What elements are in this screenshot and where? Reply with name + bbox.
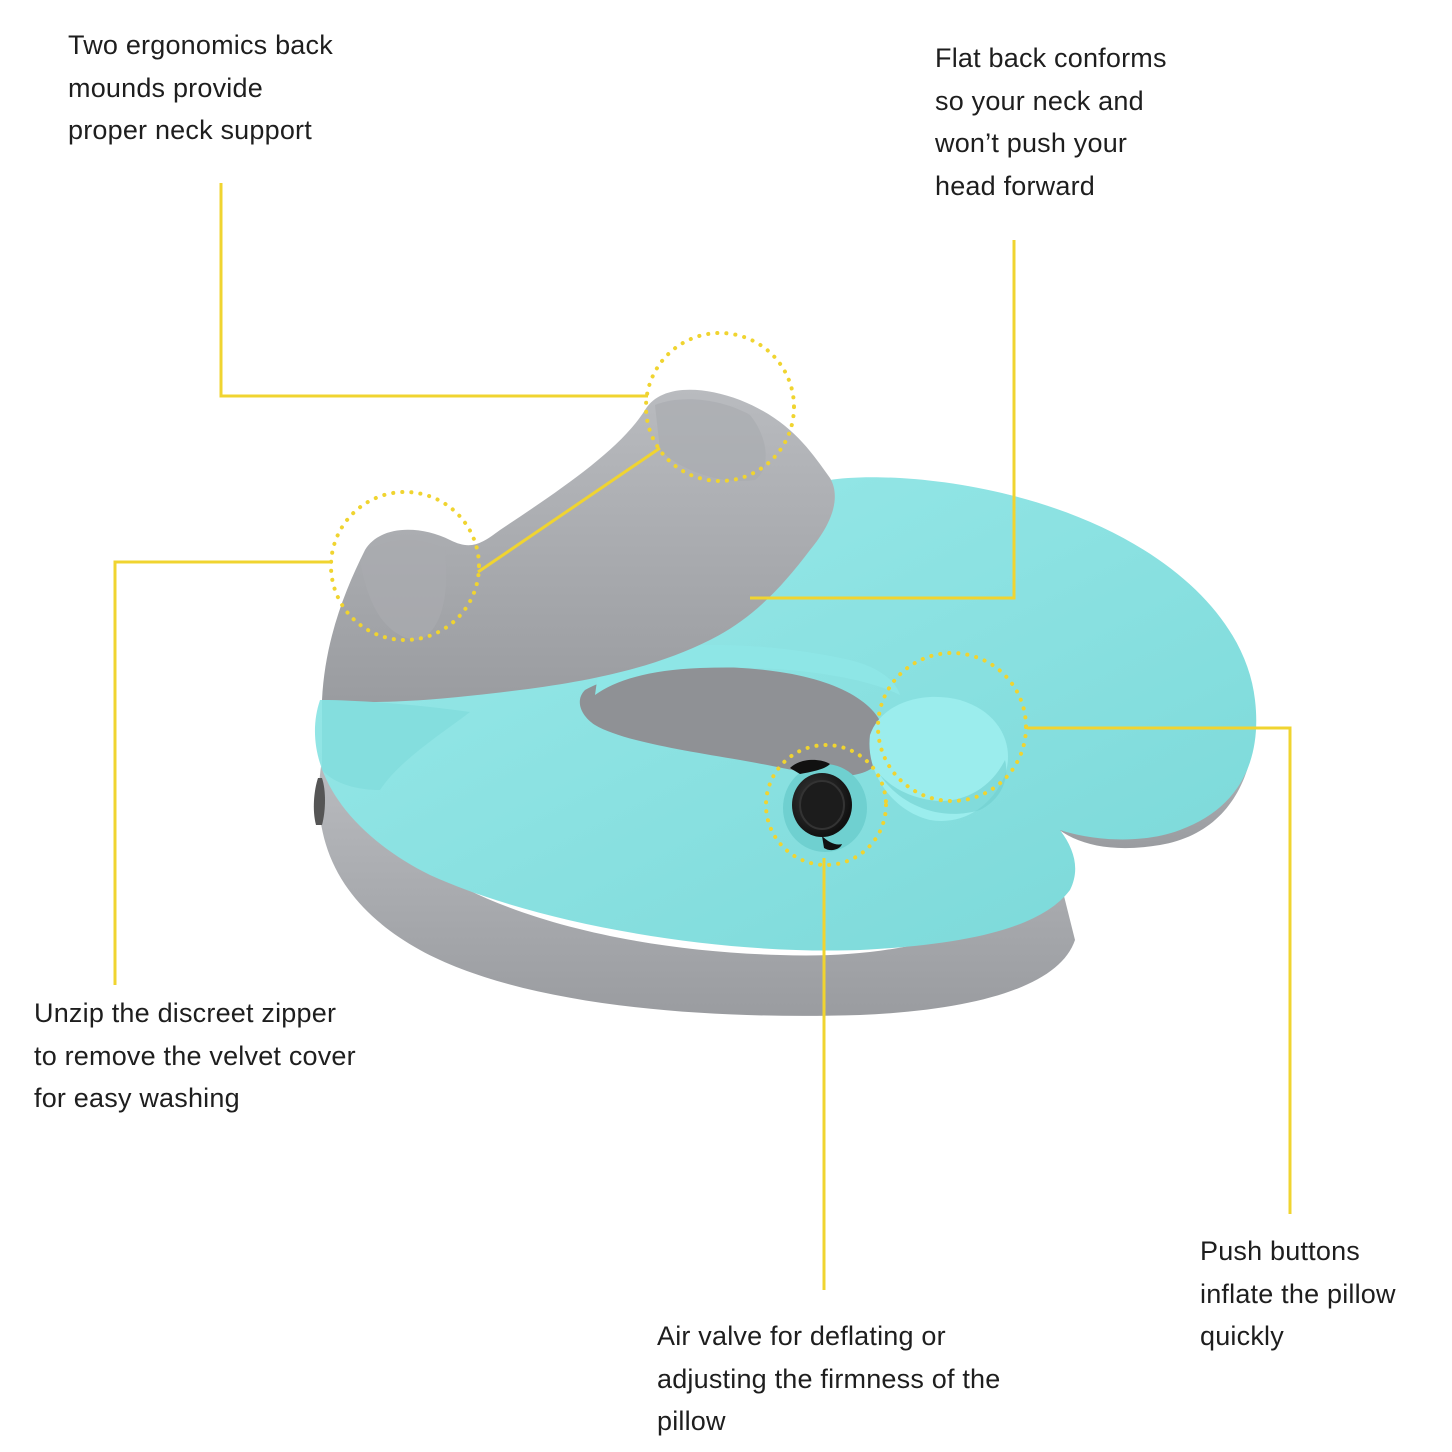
- circle-right-mound: [644, 331, 796, 483]
- callout-zipper: Unzip the discreet zipper to remove the …: [34, 992, 356, 1120]
- pillow-aqua-left-band: [322, 700, 470, 790]
- callout-air-valve-line-2: adjusting the firmness of the: [657, 1363, 1001, 1394]
- leader-zipper: [113, 560, 330, 985]
- callout-air-valve: Air valve for deflating or adjusting the…: [657, 1315, 1001, 1443]
- mound-left-highlight: [360, 539, 447, 640]
- pillow-grey-base: [318, 760, 1076, 1016]
- leader-flat-back: [750, 240, 1016, 600]
- leader-mounds-link: [477, 446, 661, 574]
- leader-mounds: [219, 183, 648, 398]
- leader-push-buttons: [1027, 726, 1292, 1214]
- callout-flat-back-line-3: won’t push your: [935, 128, 1128, 158]
- callout-push-buttons-line-1: Push buttons: [1200, 1236, 1361, 1266]
- circle-left-mound: [329, 490, 481, 642]
- callout-push-buttons: Push buttons inflate the pillow quickly: [1200, 1230, 1396, 1358]
- callout-flat-back-line-1: Flat back conforms: [935, 43, 1167, 73]
- pillow-illustration: [313, 389, 1257, 1016]
- callout-mounds: Two ergonomics back mounds provide prope…: [68, 24, 333, 152]
- callout-mounds-line-3: proper neck support: [68, 115, 312, 145]
- callout-flat-back: Flat back conforms so your neck and won’…: [935, 37, 1167, 207]
- callout-zipper-line-2: to remove the velvet cover: [34, 1040, 356, 1071]
- callout-flat-back-line-2: so your neck and: [935, 85, 1144, 116]
- callout-push-buttons-line-2: inflate the pillow: [1200, 1278, 1396, 1309]
- callout-mounds-line-1: Two ergonomics back: [68, 30, 333, 60]
- callout-air-valve-line-3: pillow: [657, 1406, 726, 1436]
- callout-mounds-line-2: mounds provide: [68, 72, 263, 103]
- circle-push-button: [876, 651, 1028, 803]
- push-button-bump: [869, 696, 1008, 821]
- air-valve-icon: [783, 759, 867, 852]
- zipper-pull-icon: [313, 778, 325, 825]
- mound-right-highlight: [655, 399, 766, 481]
- callout-zipper-line-1: Unzip the discreet zipper: [34, 998, 337, 1028]
- push-button-shadow: [880, 760, 1007, 814]
- circle-air-valve: [764, 743, 888, 867]
- callout-push-buttons-line-3: quickly: [1200, 1321, 1284, 1351]
- callout-air-valve-line-1: Air valve for deflating or: [657, 1321, 946, 1351]
- pillow-inner-rim: [595, 645, 900, 695]
- callout-flat-back-line-4: head forward: [935, 170, 1095, 201]
- leader-lines: [113, 183, 1292, 1290]
- highlight-circles: [329, 331, 1028, 867]
- callout-zipper-line-3: for easy washing: [34, 1083, 240, 1113]
